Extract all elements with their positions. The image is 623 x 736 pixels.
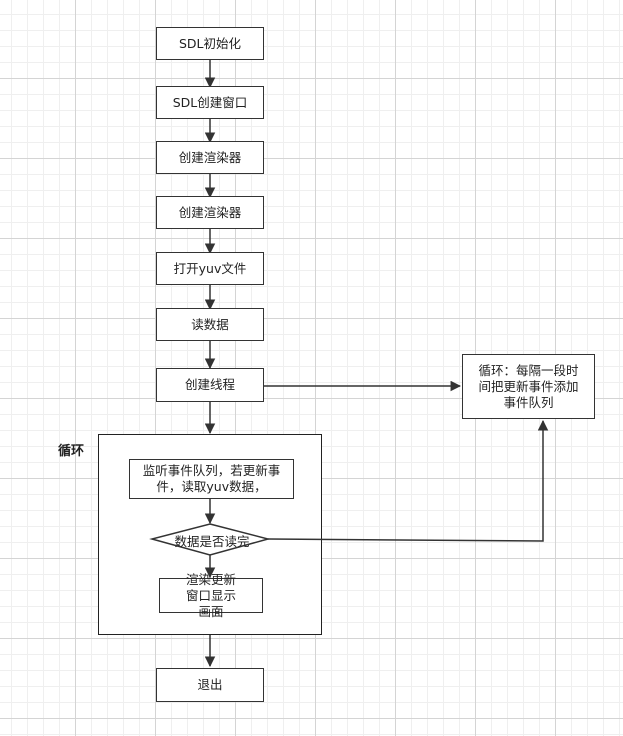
sdl-init-label: SDL初始化 bbox=[178, 35, 242, 51]
listen-queue-label: 监听事件队列，若更新事件，读取yuv数据， bbox=[142, 463, 281, 494]
open-yuv-label: 打开yuv文件 bbox=[173, 260, 247, 276]
sdl-window-box: SDL创建窗口 bbox=[156, 86, 264, 119]
create-renderer-label-2: 创建渲染器 bbox=[178, 204, 242, 220]
create-renderer-label-1: 创建渲染器 bbox=[178, 149, 242, 165]
loop-title: 循环 bbox=[58, 444, 85, 459]
render-update-box: 渲染更新窗口显示画面 bbox=[159, 572, 263, 619]
decision-diamond bbox=[149, 523, 271, 556]
thread-loop-box: 循环：每隔一段时间把更新事件添加事件队列 bbox=[462, 354, 595, 419]
create-thread-box: 创建线程 bbox=[156, 368, 264, 402]
sdl-init-box: SDL初始化 bbox=[156, 27, 264, 60]
listen-queue-box: 监听事件队列，若更新事件，读取yuv数据， bbox=[129, 459, 294, 499]
open-yuv-box: 打开yuv文件 bbox=[156, 252, 264, 285]
exit-label: 退出 bbox=[197, 677, 223, 692]
arrow-decision-to-threadloop bbox=[267, 419, 549, 542]
read-data-label: 读数据 bbox=[191, 316, 229, 332]
sdl-window-label: SDL创建窗口 bbox=[172, 94, 248, 110]
create-renderer-box-1: 创建渲染器 bbox=[156, 141, 264, 174]
decision-label: 数据是否读完 bbox=[174, 533, 250, 549]
thread-loop-label: 循环：每隔一段时间把更新事件添加事件队列 bbox=[478, 362, 579, 410]
exit-box: 退出 bbox=[156, 668, 264, 702]
create-renderer-box-2: 创建渲染器 bbox=[156, 196, 264, 229]
read-data-box: 读数据 bbox=[156, 308, 264, 341]
create-thread-label: 创建线程 bbox=[184, 377, 235, 392]
render-update-label: 渲染更新窗口显示画面 bbox=[185, 571, 236, 619]
